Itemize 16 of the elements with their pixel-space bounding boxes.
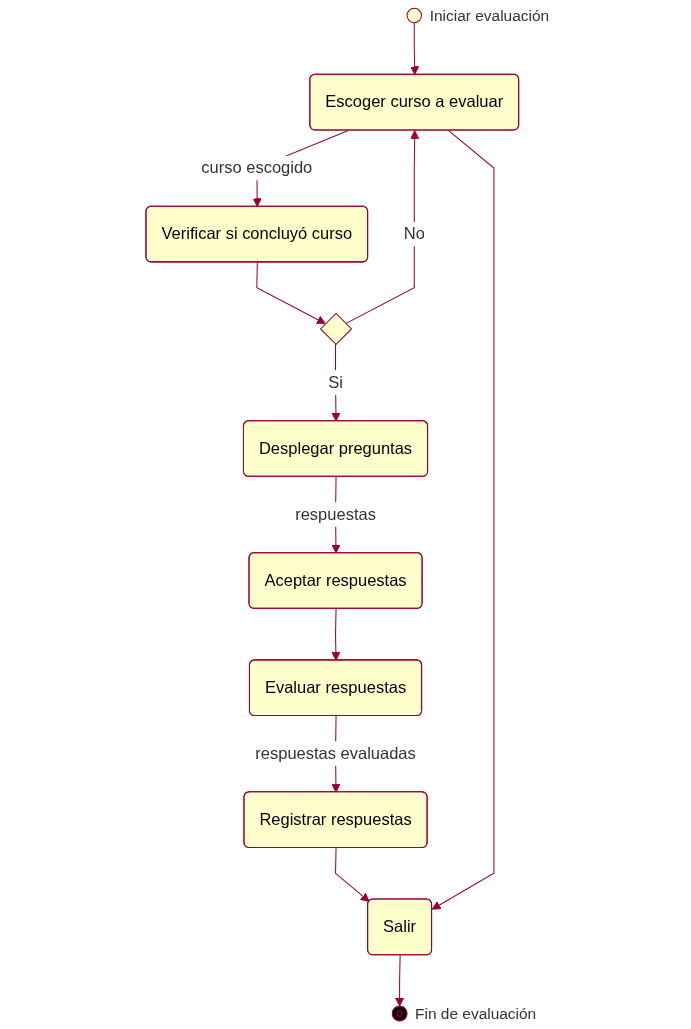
edge-label: respuestas [295, 505, 376, 523]
node-diamond [319, 312, 353, 346]
node-caption: Fin de evaluación [415, 1004, 537, 1022]
arrow [331, 608, 341, 661]
edge-label: No [403, 224, 425, 243]
node-circle [406, 7, 422, 24]
arrow [256, 261, 326, 324]
arrow [335, 847, 370, 902]
node-caption: Iniciar evaluación [429, 6, 550, 24]
edge-label: Si [328, 373, 343, 391]
arrow [345, 130, 420, 325]
edge-label: respuestas evaluadas [255, 744, 416, 762]
arrow [410, 22, 420, 76]
arrow [431, 129, 495, 910]
edge-label: curso escogido [201, 158, 313, 177]
arrow [395, 954, 405, 1007]
